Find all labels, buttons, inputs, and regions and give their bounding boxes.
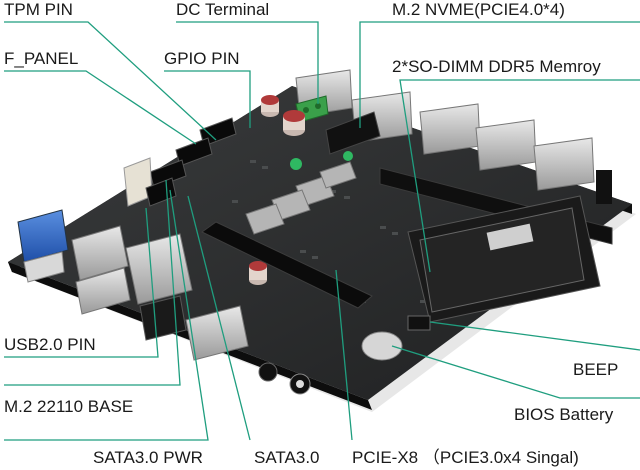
label-dc-terminal: DC Terminal — [176, 0, 270, 19]
leader-beep — [429, 321, 640, 351]
sodimm-slots — [379, 167, 613, 323]
leader-m2nvme — [359, 21, 640, 128]
pcie-x8-slot — [201, 221, 373, 309]
label-tpm-pin: TPM PIN — [4, 0, 73, 19]
capacitors — [249, 95, 305, 285]
status-led-2 — [343, 151, 353, 161]
status-led — [290, 158, 302, 170]
pin-headers — [123, 117, 237, 207]
label-f-panel: F_PANEL — [4, 49, 79, 68]
vrm-chokes — [245, 161, 357, 235]
label-gpio-pin: GPIO PIN — [164, 49, 240, 68]
m2-nvme-slot — [325, 111, 381, 155]
label-beep: BEEP — [573, 360, 619, 379]
leader-fpanel — [4, 70, 197, 145]
leader-tpm — [4, 21, 217, 141]
leader-lines — [4, 21, 640, 441]
leader-gpio — [164, 70, 251, 128]
leader-usb2 — [4, 207, 159, 358]
label-sata-pwr: SATA3.0 PWR — [93, 448, 203, 467]
beep-buzzer — [407, 315, 431, 331]
label-m2-base: M.2 22110 BASE — [4, 397, 134, 416]
label-bios-battery: BIOS Battery — [514, 405, 614, 424]
leader-sodimm — [399, 79, 640, 273]
leader-pcie — [335, 269, 353, 441]
leader-satapwr — [4, 189, 209, 441]
front-usb-ports — [17, 209, 249, 361]
bios-battery-cell — [361, 331, 403, 361]
label-m2-nvme: M.2 NVME(PCIE4.0*4) — [392, 0, 565, 19]
leader-dc — [176, 21, 319, 104]
audio-jacks — [258, 362, 311, 395]
label-usb2-pin: USB2.0 PIN — [4, 335, 96, 354]
label-pcie-x8: PCIE-X8 （PCIE3.0x4 Singal) — [352, 448, 579, 467]
label-sodimm: 2*SO-DIMM DDR5 Memroy — [392, 57, 601, 76]
label-sata: SATA3.0 — [254, 448, 320, 467]
leader-sata — [187, 195, 251, 441]
leader-bios — [391, 345, 640, 399]
leader-m2base — [4, 179, 181, 386]
